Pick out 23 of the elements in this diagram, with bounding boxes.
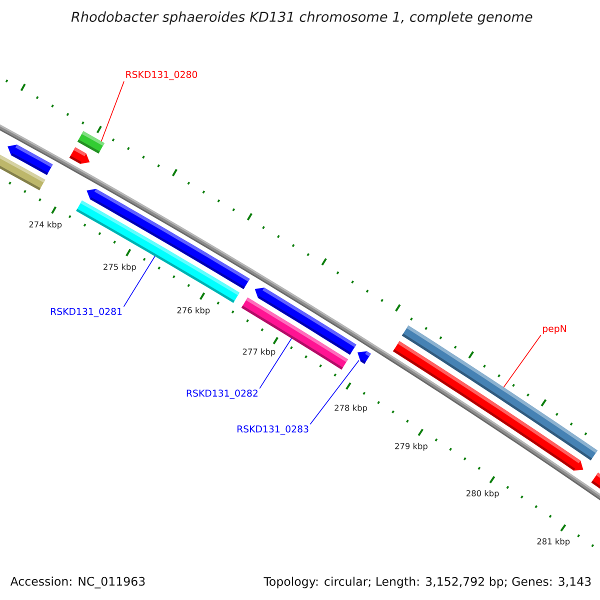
- gene-bar: [357, 351, 371, 364]
- gene-bar: [77, 131, 104, 154]
- footer-text: Topology: circular; Length: 3,152,792 bp; Genes: 3,143: [264, 576, 591, 588]
- scale-label: 279 kbp: [395, 442, 428, 451]
- scale-label: 277 kbp: [242, 348, 276, 356]
- title: Rhodobacter sphaeroides KD131 chromosome 1, complete genome: [71, 11, 532, 25]
- gene-label: pepN: [542, 325, 566, 334]
- leader-line: [259, 338, 292, 389]
- gene-bar: [241, 297, 348, 370]
- scale-label: 280 kbp: [466, 490, 499, 498]
- leader-line: [100, 80, 124, 142]
- leader-line: [503, 334, 542, 388]
- footer-text: Accession: NC_011963: [10, 576, 145, 588]
- scale-label: 274 kbp: [29, 221, 62, 230]
- scale-label: 281 kbp: [537, 538, 570, 546]
- gene-label: RSKD131_0282: [186, 390, 258, 399]
- leader-line: [310, 360, 360, 425]
- gene-label: RSKD131_0283: [238, 425, 308, 435]
- scale-label: 278 kbp: [334, 404, 368, 413]
- scale-label: 275 kbp: [104, 264, 136, 272]
- gene-label: RSKD131_0281: [51, 308, 122, 318]
- gene-label: RSKD131_0280: [126, 70, 198, 80]
- gene-bar: [76, 200, 240, 303]
